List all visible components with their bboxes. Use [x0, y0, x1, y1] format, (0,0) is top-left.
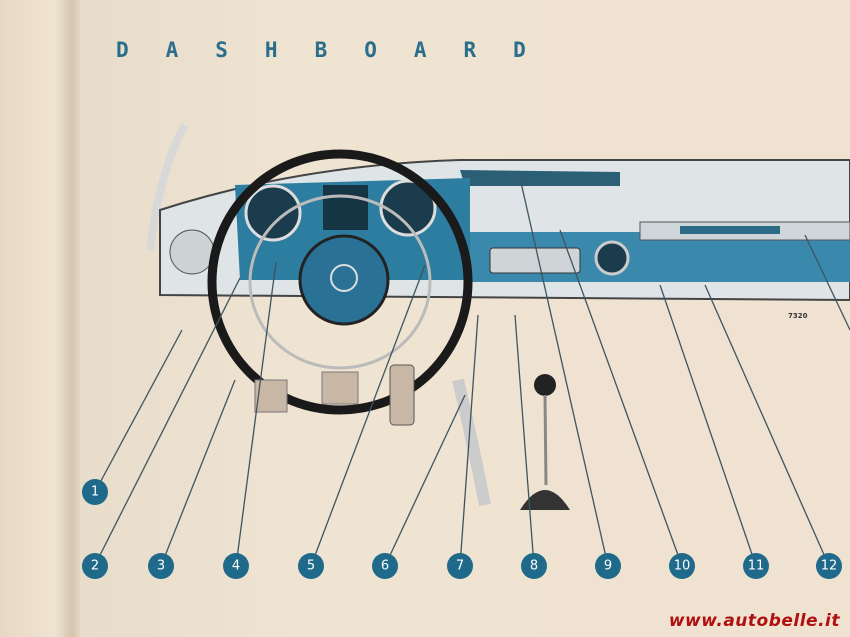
svg-text:9: 9 — [604, 559, 612, 574]
svg-text:12: 12 — [821, 559, 838, 574]
callout-4: 4 — [223, 553, 249, 579]
air-vent — [169, 229, 215, 275]
page-title: DASHBOARD — [116, 38, 563, 62]
leader-lines — [94, 177, 850, 567]
mercedes-star-icon — [330, 264, 358, 292]
speedometer — [244, 184, 302, 242]
callout-3: 3 — [148, 553, 174, 579]
svg-text:2: 2 — [91, 559, 99, 574]
gear-lever — [543, 394, 548, 486]
accelerator-pedal — [389, 364, 415, 426]
callout-8: 8 — [521, 553, 547, 579]
callout-1: 1 — [82, 479, 108, 505]
figure-number: 7320 — [788, 312, 808, 320]
callout-9: 9 — [595, 553, 621, 579]
watermark: www.autobelle.it — [668, 611, 840, 631]
gear-boot — [520, 490, 570, 510]
svg-text:8: 8 — [530, 559, 538, 574]
callout-5: 5 — [298, 553, 324, 579]
svg-text:11: 11 — [748, 559, 765, 574]
parking-brake-lever — [452, 378, 491, 507]
callout-7: 7 — [447, 553, 473, 579]
page-fold-shadow — [0, 0, 80, 637]
svg-text:7: 7 — [456, 559, 464, 574]
windshield-frame — [146, 122, 189, 251]
tachometer — [379, 179, 437, 237]
steering-wheel — [207, 149, 473, 415]
callout-2: 2 — [82, 553, 108, 579]
callout-6: 6 — [372, 553, 398, 579]
callout-12: 12 — [816, 553, 842, 579]
svg-text:3: 3 — [157, 559, 165, 574]
auxiliary-gauges — [323, 185, 368, 230]
svg-text:5: 5 — [307, 559, 315, 574]
radio — [489, 247, 581, 274]
callout-10: 10 — [669, 553, 695, 579]
horn-ring — [248, 194, 432, 370]
svg-text:10: 10 — [674, 559, 691, 574]
clock — [594, 240, 630, 276]
brake-pedal — [321, 371, 359, 405]
svg-text:6: 6 — [381, 559, 389, 574]
svg-text:4: 4 — [232, 559, 240, 574]
steering-hub — [298, 234, 390, 326]
gear-knob — [534, 374, 556, 396]
defroster-vent — [460, 170, 620, 186]
callout-11: 11 — [743, 553, 769, 579]
svg-text:1: 1 — [91, 485, 99, 500]
